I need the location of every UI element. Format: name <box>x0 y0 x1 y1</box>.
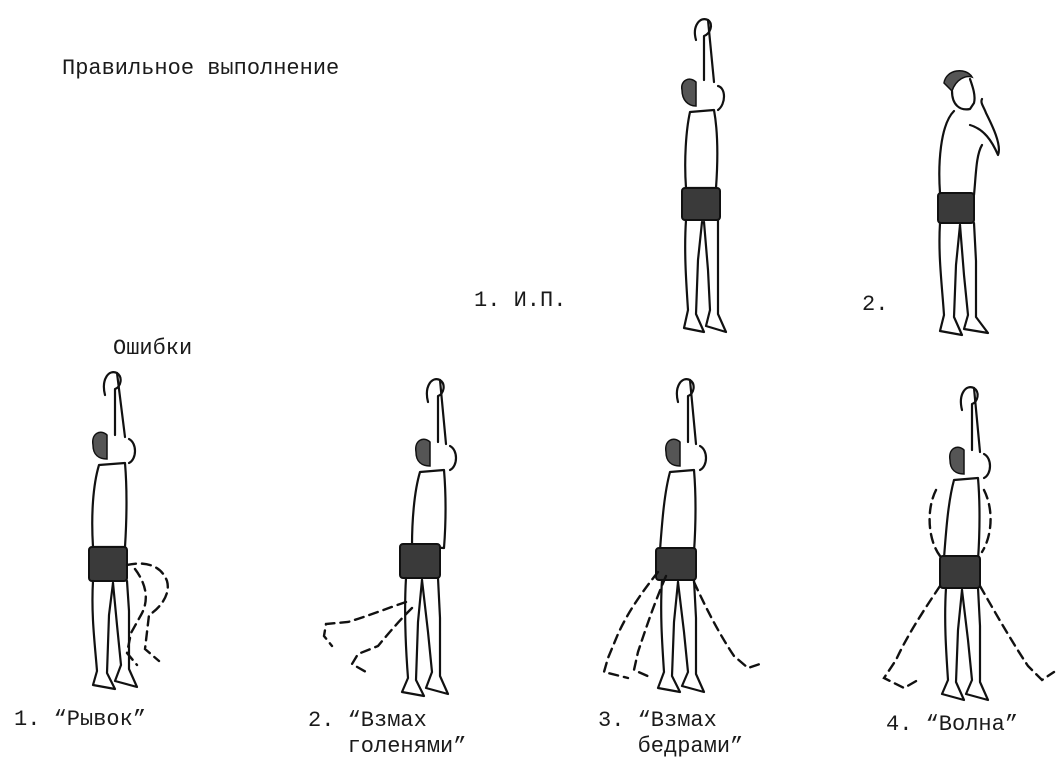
correct-fig1-label: 1. И.П. <box>474 288 566 314</box>
correct-execution-title: Правильное выполнение <box>62 56 339 82</box>
correct-figure-phase-2 <box>930 65 1010 345</box>
error-figure-hip-swing <box>598 372 768 702</box>
correct-fig2-label: 2. <box>862 292 888 318</box>
errors-title: Ошибки <box>113 336 192 362</box>
correct-figure-start-position <box>660 10 740 340</box>
error-figure-jerk <box>75 365 185 695</box>
error-label-4: 4. “Волна” <box>886 712 1018 738</box>
error-label-2: 2. “Взмах голенями” <box>308 708 466 761</box>
error-label-1: 1. “Рывок” <box>14 707 146 733</box>
error-label-3: 3. “Взмах бедрами” <box>598 708 743 761</box>
error-figure-wave <box>878 380 1058 710</box>
error-figure-shin-swing <box>318 372 458 702</box>
